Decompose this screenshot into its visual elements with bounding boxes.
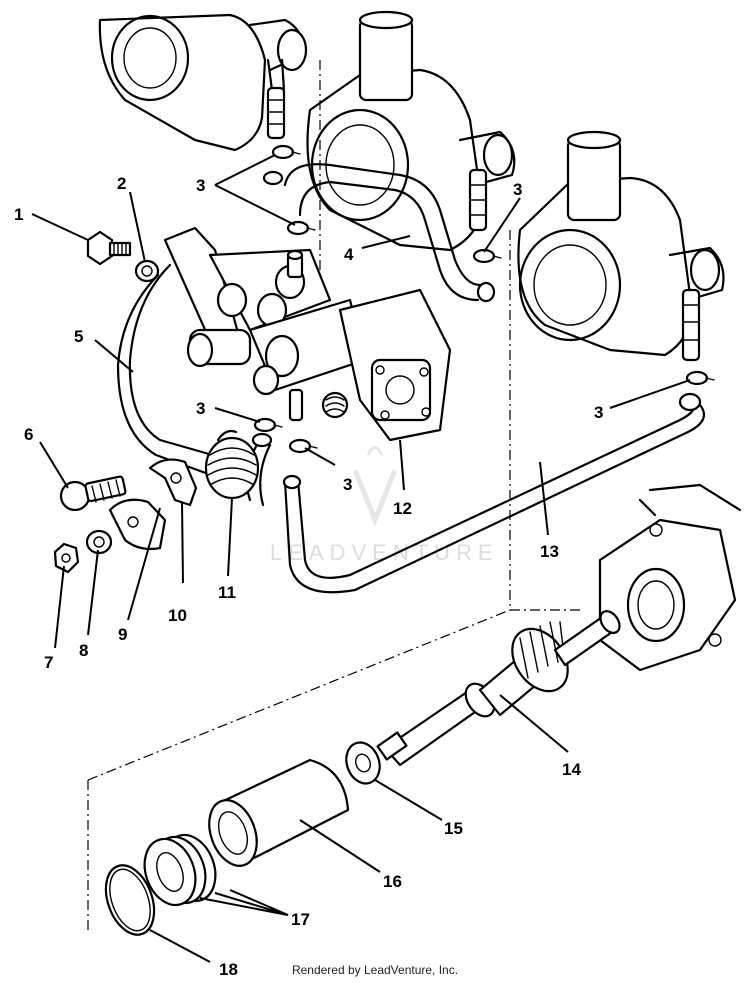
reference-line [87,609,511,930]
callout-4: 4 [344,245,354,264]
shaft-14 [376,610,621,767]
washer-8 [85,529,113,555]
callout-labels: 1 2 3 3 3 3 3 4 5 6 7 8 9 10 11 12 13 14… [14,174,603,979]
callout-3: 3 [343,475,352,494]
fuel-hose-5 [116,263,232,482]
callout-9: 9 [118,625,127,644]
spring-11 [204,429,260,500]
callout-15: 15 [444,819,463,838]
callout-12: 12 [393,499,412,518]
carburetor-center [306,10,516,252]
callout-3: 3 [196,399,205,418]
bolt-1 [86,230,132,266]
nut-7 [53,542,80,574]
callout-2: 2 [117,174,126,193]
callout-8: 8 [79,641,88,660]
callout-1: 1 [14,205,23,224]
callout-7: 7 [44,653,53,672]
fuel-hose-4 [262,163,496,303]
snap-ring-18 [104,864,156,936]
callout-13: 13 [540,542,559,561]
pump-cover-plate [598,483,742,672]
callout-16: 16 [383,872,402,891]
callout-3: 3 [196,176,205,195]
callout-5: 5 [74,327,83,346]
washer-2 [134,259,160,283]
callout-3: 3 [513,180,522,199]
footer-credit: Rendered by LeadVenture, Inc. [291,963,459,977]
carburetor-right [517,130,725,362]
callout-14: 14 [562,760,581,779]
plate-9 [108,498,167,551]
leader-lines [31,154,691,963]
callout-3: 3 [594,403,603,422]
spring-17 [143,833,217,907]
callout-17: 17 [291,910,310,929]
fuel-pump-assembly [163,226,452,442]
bolt-6 [59,475,127,512]
callout-11: 11 [218,583,236,602]
washer-15 [345,741,381,785]
callout-6: 6 [24,425,33,444]
callout-10: 10 [168,606,187,625]
fuel-hose-short [245,432,273,507]
sleeve-16 [208,758,350,867]
watermark-logo [352,446,398,527]
fuel-hose-13 [282,392,706,594]
callout-18: 18 [219,960,238,979]
carburetor-left [98,13,308,152]
